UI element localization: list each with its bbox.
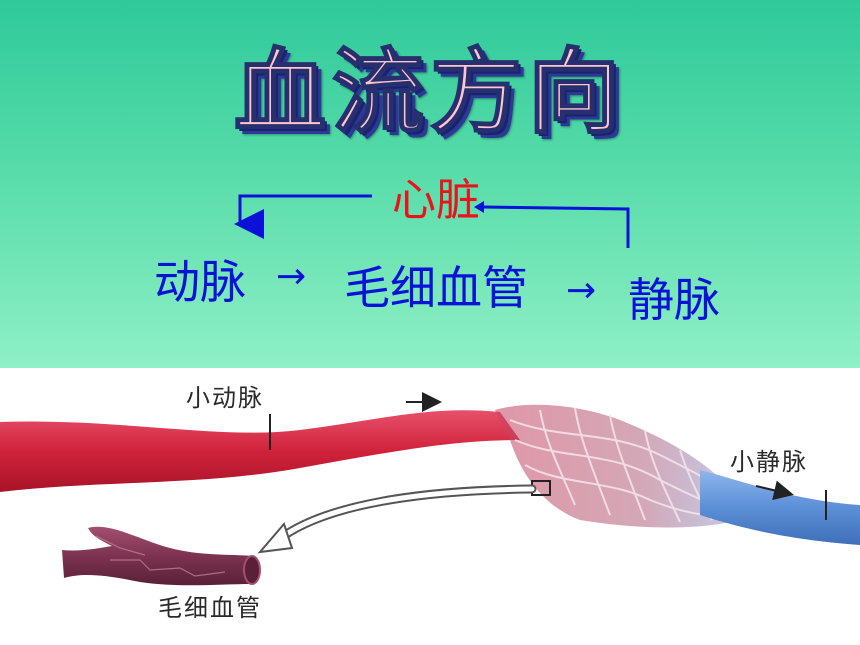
top-panel bbox=[0, 0, 860, 368]
slide-title: 血流方向 bbox=[233, 38, 626, 147]
small-vein-label: 小静脉 bbox=[730, 448, 808, 476]
capillary-network bbox=[495, 404, 740, 528]
vein-flow-arrow bbox=[755, 480, 794, 501]
artery-label: 动脉 bbox=[154, 255, 246, 309]
right-arrow-icon: → bbox=[276, 256, 307, 297]
small-artery-label: 小动脉 bbox=[186, 384, 264, 412]
small-vein-vessel bbox=[700, 470, 860, 545]
capillary-label: 毛细血管 bbox=[344, 261, 528, 315]
vein-label: 静脉 bbox=[628, 273, 720, 327]
right-arrow-icon: → bbox=[566, 270, 597, 311]
enlarged-capillary bbox=[62, 526, 252, 586]
heart-label: 心脏 bbox=[392, 175, 480, 226]
vein-to-heart-arrowhead bbox=[474, 201, 484, 213]
small-artery-vessel bbox=[0, 410, 520, 492]
flow-connector-lines bbox=[234, 194, 630, 248]
vein-to-heart-line bbox=[483, 205, 630, 248]
heart-to-artery-line bbox=[234, 194, 372, 239]
capillary-illustration-label: 毛细血管 bbox=[158, 594, 262, 622]
zoom-arrowhead bbox=[257, 522, 294, 554]
